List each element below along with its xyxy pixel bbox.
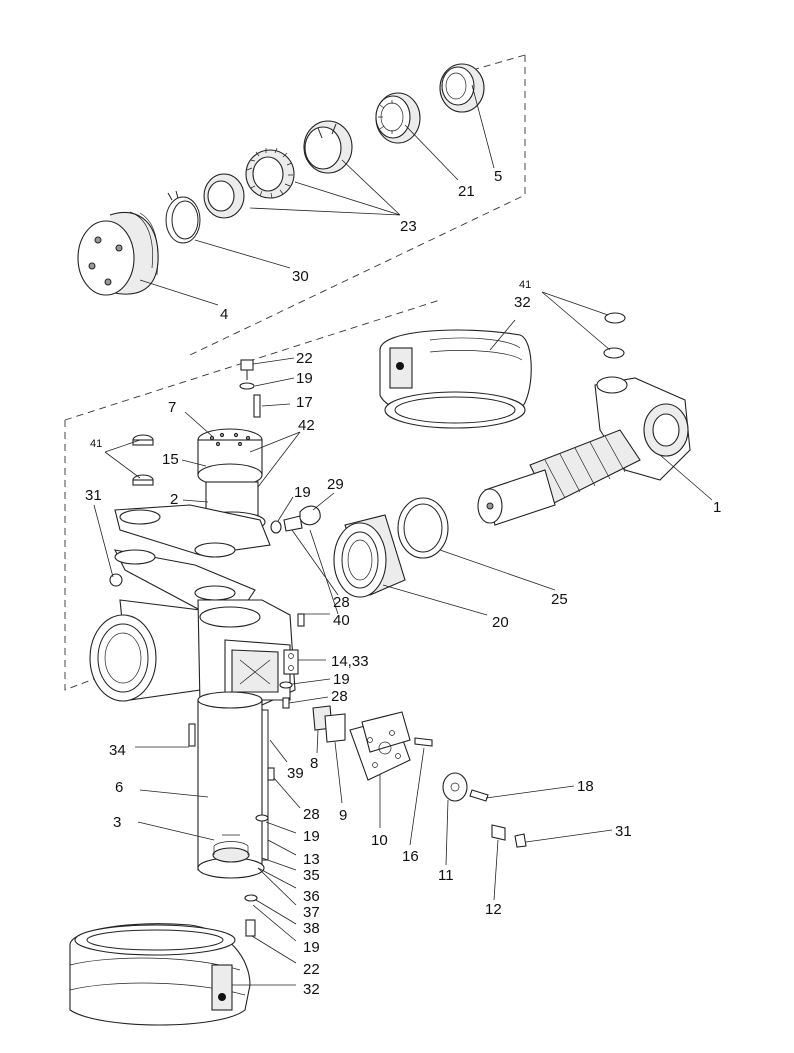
part-23-sleeve-nut-washer [203, 120, 353, 219]
callout-19-bottom: 19 [303, 939, 320, 956]
callout-8: 8 [310, 755, 318, 772]
callout-19-mid: 19 [294, 484, 311, 501]
callout-32-upper: 32 [514, 294, 531, 311]
callout-19-flange: 19 [333, 671, 350, 688]
callout-22-upper: 22 [296, 350, 313, 367]
part-5-bearing-cup [439, 63, 485, 113]
callout-19-top: 19 [296, 370, 313, 387]
callout-41-right: 41 [519, 279, 531, 291]
callout-23: 23 [400, 218, 417, 235]
callout-22-lower: 22 [303, 961, 320, 978]
callout-13: 13 [303, 851, 320, 868]
leader-lines [93, 84, 713, 986]
callout-15: 15 [162, 451, 179, 468]
callout-41-left: 41 [90, 438, 102, 450]
callout-1: 1 [713, 499, 721, 516]
callout-16: 16 [402, 848, 419, 865]
callout-39: 39 [287, 765, 304, 782]
part-25-seal [397, 497, 449, 559]
callout-14-33: 14,33 [331, 653, 369, 670]
callout-10: 10 [371, 832, 388, 849]
callout-30: 30 [292, 268, 309, 285]
part-6-housing [197, 599, 299, 879]
callout-21: 21 [458, 183, 475, 200]
callout-42: 42 [298, 417, 315, 434]
part-32-brake-band-upper [379, 329, 532, 429]
part-32-brake-band-lower [69, 923, 251, 1026]
callout-5: 5 [494, 168, 502, 185]
callout-28-mid: 28 [331, 688, 348, 705]
callout-labels: 5 21 23 30 4 41 32 22 19 17 7 42 41 15 1… [85, 168, 721, 998]
callout-7: 7 [168, 399, 176, 416]
callout-31-right: 31 [615, 823, 632, 840]
callout-11: 11 [438, 867, 454, 884]
part-20-large-bearing [333, 514, 406, 598]
callout-38: 38 [303, 920, 320, 937]
part-8-9-block [312, 705, 346, 743]
callout-37: 37 [303, 904, 320, 921]
callout-25: 25 [551, 591, 568, 608]
callout-12: 12 [485, 901, 502, 918]
housing-left-flange [89, 599, 201, 702]
fittings-grease [188, 505, 321, 937]
callout-34: 34 [109, 742, 126, 759]
callout-28-upper: 28 [333, 594, 350, 611]
callout-4: 4 [220, 306, 228, 323]
part-21-roller-bearing [375, 92, 421, 144]
part-4-hub-cap [77, 211, 159, 296]
steering-arms [109, 504, 271, 611]
part-10-plate [349, 711, 433, 781]
part-41-washers-right [603, 312, 626, 359]
callout-19-lower: 19 [303, 828, 320, 845]
part-1-axle-shaft [477, 376, 691, 526]
part-11-12-bolts [442, 772, 527, 848]
part-30-snap-ring [165, 190, 201, 244]
callout-28-lower: 28 [303, 806, 320, 823]
callout-20: 20 [492, 614, 509, 631]
callout-3: 3 [113, 814, 121, 831]
callout-9: 9 [339, 807, 347, 824]
callout-29: 29 [327, 476, 344, 493]
callout-36: 36 [303, 888, 320, 905]
callout-31-left: 31 [85, 487, 102, 504]
callout-35: 35 [303, 867, 320, 884]
callout-40: 40 [333, 612, 350, 629]
part-7-15-kingpin-cap [197, 428, 263, 487]
part-41-washers-left [132, 434, 154, 486]
callout-17: 17 [296, 394, 313, 411]
callout-18: 18 [577, 778, 594, 795]
callout-2: 2 [170, 491, 178, 508]
callout-32-lower: 32 [303, 981, 320, 998]
part-22-19-17-top-fasteners [239, 359, 261, 418]
callout-6: 6 [115, 779, 123, 796]
